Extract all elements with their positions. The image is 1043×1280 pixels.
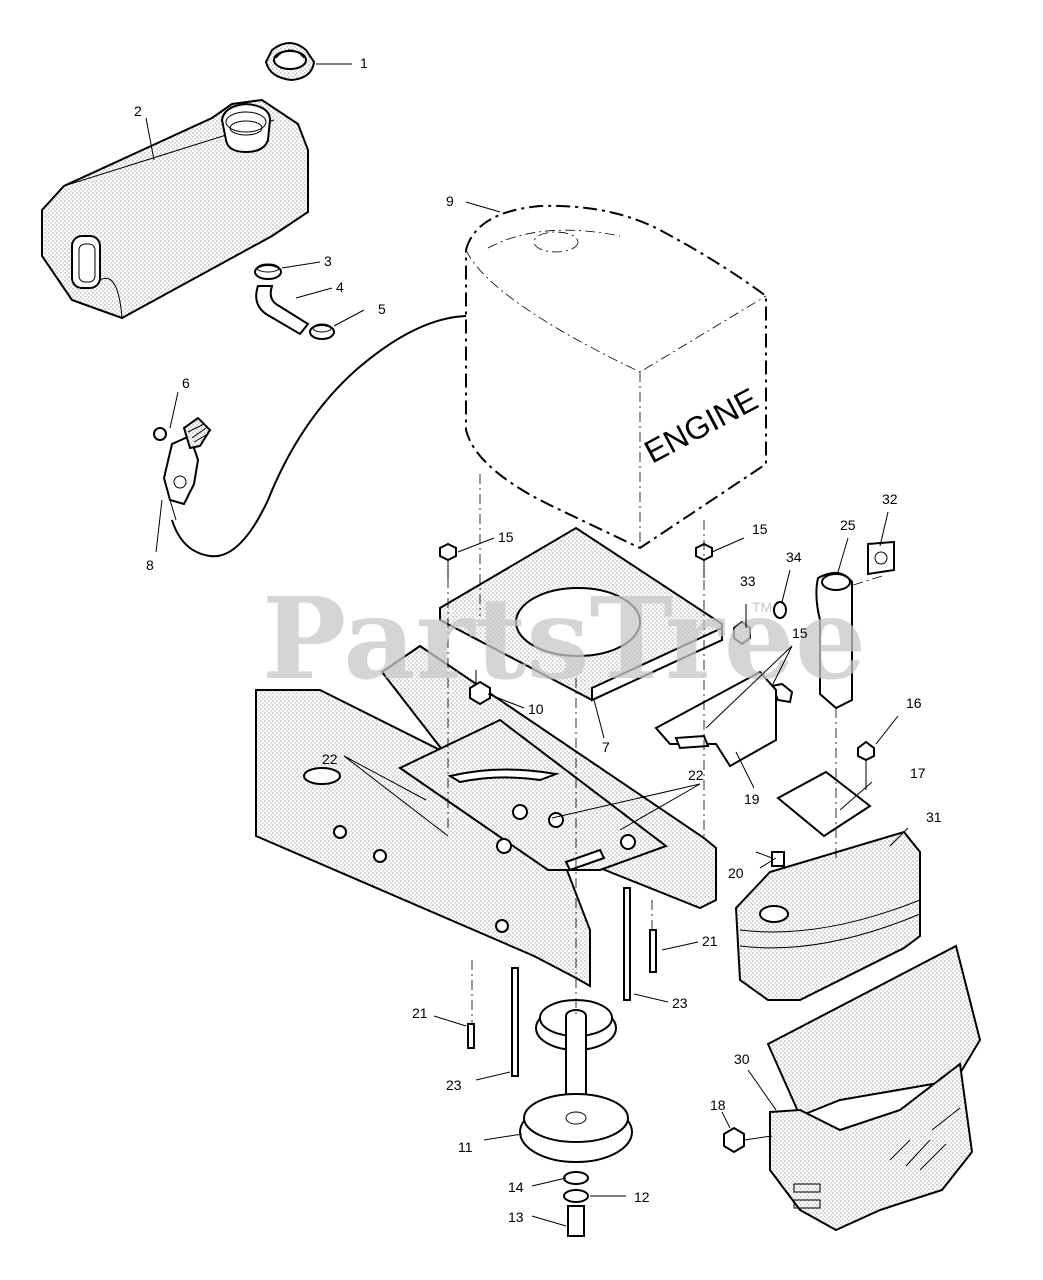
callout-labels: 1 2 3 4 5 6 8 9 15 15 15 10 7 19 22 22 1… (134, 55, 942, 1225)
stud-21-left (467, 1023, 475, 1049)
callout-9: 9 (446, 193, 454, 209)
muffler (734, 830, 921, 1001)
callout-13: 13 (508, 1209, 524, 1225)
callout-16: 16 (906, 695, 922, 711)
leader-lines (145, 63, 909, 1227)
callout-11: 11 (458, 1139, 473, 1155)
pulley-assembly (519, 999, 633, 1163)
callout-15-right: 15 (752, 521, 768, 537)
callout-12: 12 (634, 1189, 650, 1205)
callout-21-left: 21 (412, 1005, 428, 1021)
callout-3: 3 (324, 253, 332, 269)
callout-1: 1 (360, 55, 368, 71)
fuel-tank (41, 98, 309, 320)
watermark: PartsTree TM (262, 574, 866, 705)
callout-15-left: 15 (498, 529, 514, 545)
svg-text:PartsTree: PartsTree (262, 574, 866, 705)
callout-31: 31 (926, 809, 942, 825)
muffler-guard (766, 944, 982, 1232)
throttle-cable (171, 315, 467, 558)
callout-23-left: 23 (446, 1077, 462, 1093)
callout-21-right: 21 (702, 933, 718, 949)
bolt-15-left (439, 542, 457, 578)
washer-34 (773, 601, 787, 619)
stud-23-right (623, 887, 631, 1001)
throttle-control (153, 416, 212, 521)
stud-23-left (511, 967, 519, 1077)
callout-23-right: 23 (672, 995, 688, 1011)
fuel-line-assembly (254, 263, 335, 340)
callout-22-right: 22 (688, 767, 704, 783)
exhaust-gasket (867, 540, 895, 576)
callout-10: 10 (528, 701, 544, 717)
callout-2: 2 (134, 103, 142, 119)
callout-15-bracket: 15 (792, 625, 808, 641)
engine: ENGINE (465, 204, 767, 550)
callout-19: 19 (744, 791, 760, 807)
callout-18: 18 (710, 1097, 726, 1113)
engine-mounting-plate (439, 526, 723, 702)
callout-22-left: 22 (322, 751, 338, 767)
callout-7: 7 (602, 739, 610, 755)
alignment-lines (447, 474, 883, 1024)
callout-30: 30 (734, 1051, 750, 1067)
lock-washer-12 (563, 1189, 589, 1203)
heat-shield-plate (776, 770, 872, 838)
callout-17: 17 (910, 765, 926, 781)
bolt-13 (567, 1205, 585, 1237)
screw-16 (857, 740, 875, 790)
fuel-cap (264, 42, 316, 82)
svg-text:TM: TM (752, 599, 772, 615)
callout-4: 4 (336, 279, 344, 295)
callout-5: 5 (378, 301, 386, 317)
screw-20 (755, 851, 785, 867)
nut-10 (469, 670, 491, 706)
tractor-frame (255, 644, 717, 988)
stud-21-right (649, 929, 657, 973)
washer-14 (563, 1171, 589, 1185)
callout-20: 20 (728, 865, 744, 881)
callout-33: 33 (740, 573, 756, 589)
callout-14: 14 (508, 1179, 524, 1195)
callout-32: 32 (882, 491, 898, 507)
callout-25: 25 (840, 517, 856, 533)
bolt-18 (723, 1126, 773, 1154)
callout-8: 8 (146, 557, 154, 573)
callout-6: 6 (182, 375, 190, 391)
callout-34: 34 (786, 549, 802, 565)
